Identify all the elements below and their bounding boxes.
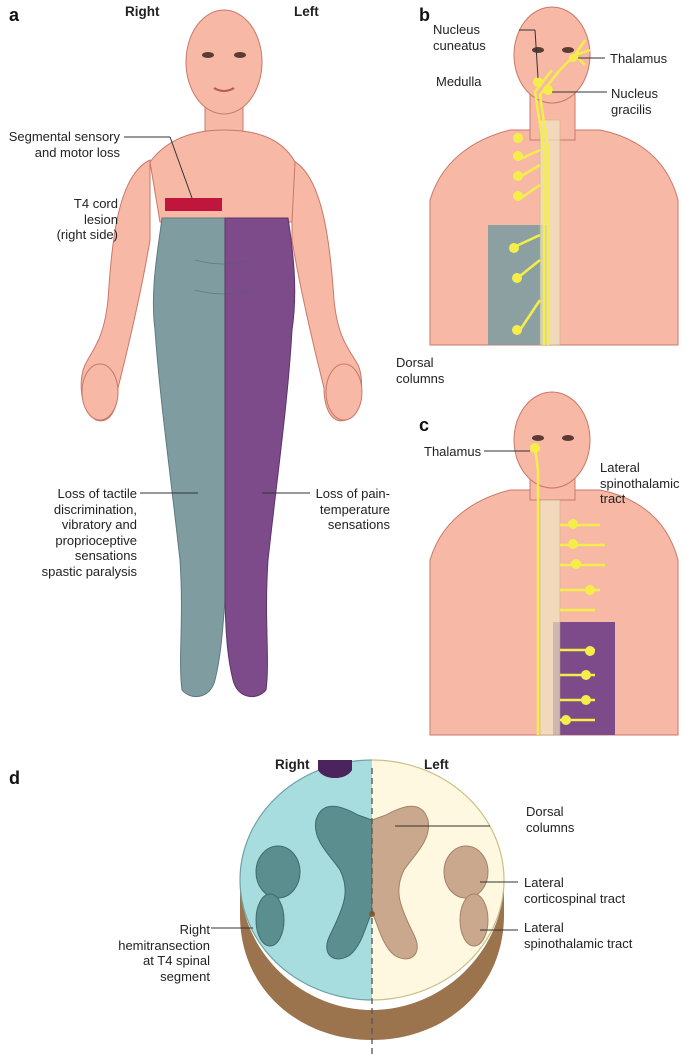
neuron-bodies-b (509, 54, 577, 335)
right-loss-region (152, 217, 226, 698)
left-loss-region (224, 217, 296, 698)
nucleus-gracilis-label: Nucleus gracilis (611, 86, 658, 117)
thalamus-label-b: Thalamus (610, 51, 668, 66)
medulla-label: Medulla (436, 74, 482, 89)
hemitransection-label: Right hemitransection at T4 spinal segme… (118, 922, 210, 984)
leader-lines-b (519, 29, 607, 93)
dorsal-columns-label-b: Dorsal columns (396, 355, 445, 386)
panel-letter-b: b (419, 5, 430, 25)
body-figure-a (80, 9, 363, 698)
panel-d-left-label: Left (424, 757, 449, 772)
panel-d-right-label: Right (275, 757, 310, 772)
loss-tactile-label: Loss of tactile discrimination, vibrator… (41, 486, 137, 579)
leader-lines-a (124, 136, 310, 494)
segmental-loss-label: Segmental sensory and motor loss (8, 129, 120, 160)
thalamus-label-c: Thalamus (424, 444, 482, 459)
t4-lesion-label: T4 cord lesion (right side) (56, 196, 118, 242)
body-figure-c (429, 391, 679, 736)
left-hand (325, 363, 363, 421)
leader-lines-d (211, 825, 518, 931)
gray-matter-right (314, 805, 372, 960)
panel-a-left-label: Left (294, 4, 319, 19)
panel-a-right-label: Right (125, 4, 160, 19)
spinothalamic-tract (533, 447, 605, 735)
right-hand (81, 363, 119, 421)
corticospinal-left (443, 845, 489, 899)
panel-letter-c: c (419, 415, 430, 435)
lateral-spinothalamic-label-d: Lateral spinothalamic tract (524, 920, 633, 951)
spinothalamic-left (459, 893, 489, 947)
dorsal-columns-label-d: Dorsal columns (526, 804, 575, 835)
head-b (513, 6, 591, 104)
nucleus-cuneatus-label: Nucleus cuneatus (433, 22, 486, 53)
body-figure-b (429, 6, 679, 346)
head-c (513, 391, 591, 489)
lateral-spinothalamic-label-c: Lateral spinothalamic tract (600, 460, 680, 506)
spine-c (539, 499, 561, 736)
panel-letter-a: a (9, 5, 20, 25)
spinothalamic-right (255, 893, 285, 947)
dorsal-column-tract (511, 39, 591, 345)
t4-lesion-band (165, 198, 222, 211)
loss-pain-label: Loss of pain- temperature sensations (315, 486, 390, 532)
panel-letter-d: d (9, 768, 20, 788)
gray-matter-left (372, 805, 430, 960)
cord-cross-section (239, 759, 505, 1054)
corticospinal-right (255, 845, 301, 899)
neuron-bodies-c (530, 443, 595, 725)
head-a (185, 9, 263, 115)
lateral-corticospinal-label: Lateral corticospinal tract (524, 875, 626, 906)
